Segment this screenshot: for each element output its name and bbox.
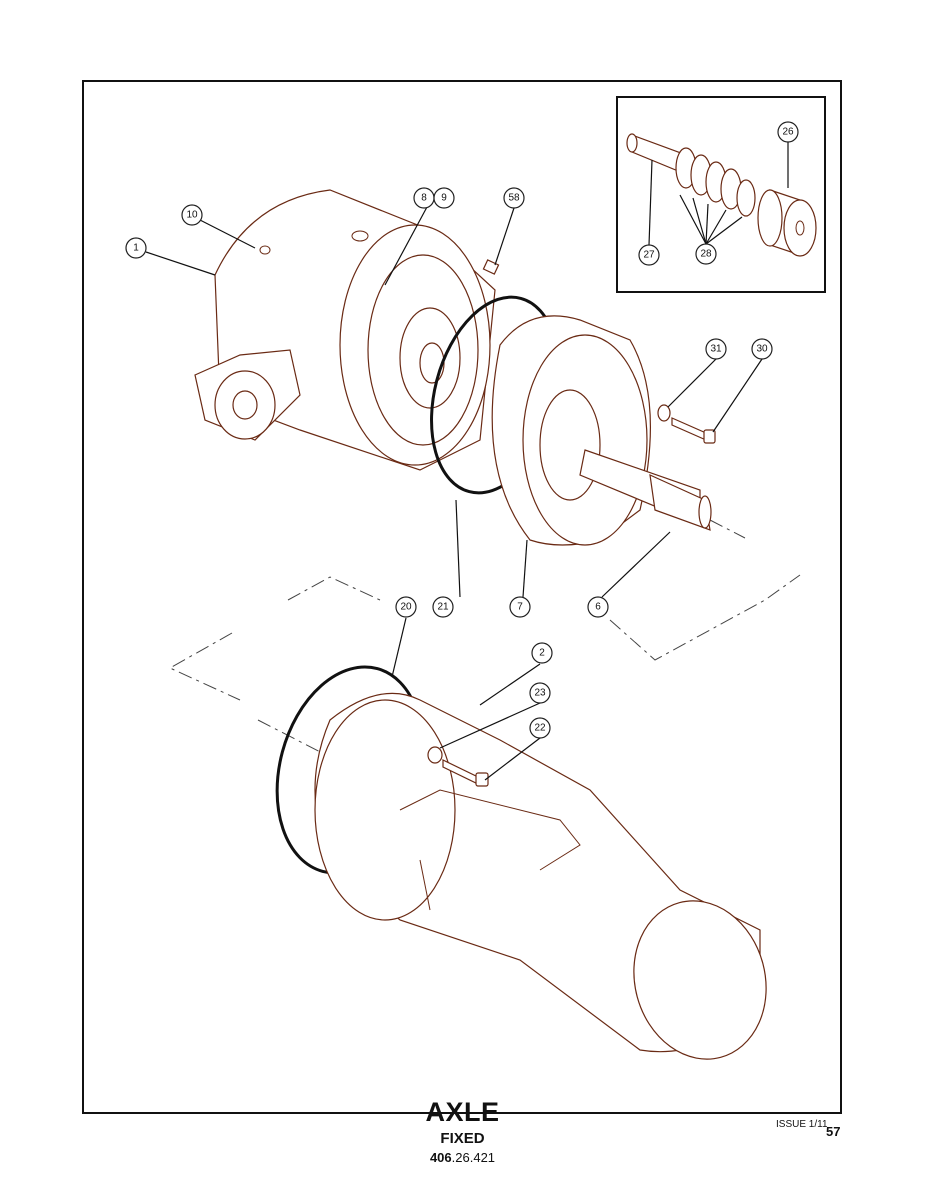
axle-shaft <box>579 449 712 531</box>
callout-7: 7 <box>509 596 531 618</box>
callout-30: 30 <box>751 338 773 360</box>
callout-27: 27 <box>638 244 660 266</box>
callout-28: 28 <box>695 243 717 265</box>
svg-text:10: 10 <box>186 210 198 221</box>
issue-label: ISSUE 1/11 <box>776 1119 828 1130</box>
svg-text:30: 30 <box>756 344 768 355</box>
centerline-upper <box>287 576 381 601</box>
svg-text:1: 1 <box>133 243 139 254</box>
callout-6: 6 <box>587 596 609 618</box>
callout-31: 31 <box>705 338 727 360</box>
svg-text:58: 58 <box>508 193 520 204</box>
inset-shaft-assembly <box>626 133 817 257</box>
title-main: AXLE <box>425 1097 500 1127</box>
centerline-lower <box>257 719 331 758</box>
svg-text:6: 6 <box>595 602 601 613</box>
callout-26: 26 <box>777 121 799 143</box>
part-number-prefix: 406 <box>429 1150 452 1165</box>
centerline-shaft <box>709 519 746 539</box>
svg-text:28: 28 <box>700 249 712 260</box>
svg-text:26: 26 <box>782 127 794 138</box>
callout-23: 23 <box>529 682 551 704</box>
bolt-30-washer-31 <box>657 404 716 444</box>
callout-1: 1 <box>125 237 147 259</box>
svg-text:21: 21 <box>437 602 449 613</box>
axle-housing <box>314 692 767 1060</box>
title-rule-left <box>125 1112 411 1114</box>
title-sub: FIXED <box>440 1130 485 1147</box>
centerline-left <box>168 632 241 701</box>
callout-21: 21 <box>432 596 454 618</box>
part-number-suffix: .26.421 <box>451 1150 496 1165</box>
callout-58: 58 <box>503 187 525 209</box>
ring-gear-housing <box>491 315 652 546</box>
svg-text:22: 22 <box>534 723 546 734</box>
callout-22: 22 <box>529 717 551 739</box>
svg-text:2: 2 <box>539 648 545 659</box>
callout-10: 10 <box>181 204 203 226</box>
callout-9: 9 <box>433 187 455 209</box>
callout-8: 8 <box>413 187 435 209</box>
part-number: 406.26.421 <box>0 1150 925 1165</box>
callout-2: 2 <box>531 642 553 664</box>
page-number: 57 <box>826 1124 841 1139</box>
svg-text:9: 9 <box>441 193 447 204</box>
centerline-right <box>609 574 801 661</box>
svg-text:27: 27 <box>643 250 655 261</box>
svg-text:31: 31 <box>710 344 722 355</box>
title-rule-right <box>515 1112 800 1114</box>
svg-text:23: 23 <box>534 688 546 699</box>
carrier-housing <box>194 189 500 471</box>
callout-20: 20 <box>395 596 417 618</box>
bolt-22-washer-23 <box>427 746 489 787</box>
svg-text:7: 7 <box>517 602 523 613</box>
svg-text:20: 20 <box>400 602 412 613</box>
svg-text:8: 8 <box>421 193 427 204</box>
